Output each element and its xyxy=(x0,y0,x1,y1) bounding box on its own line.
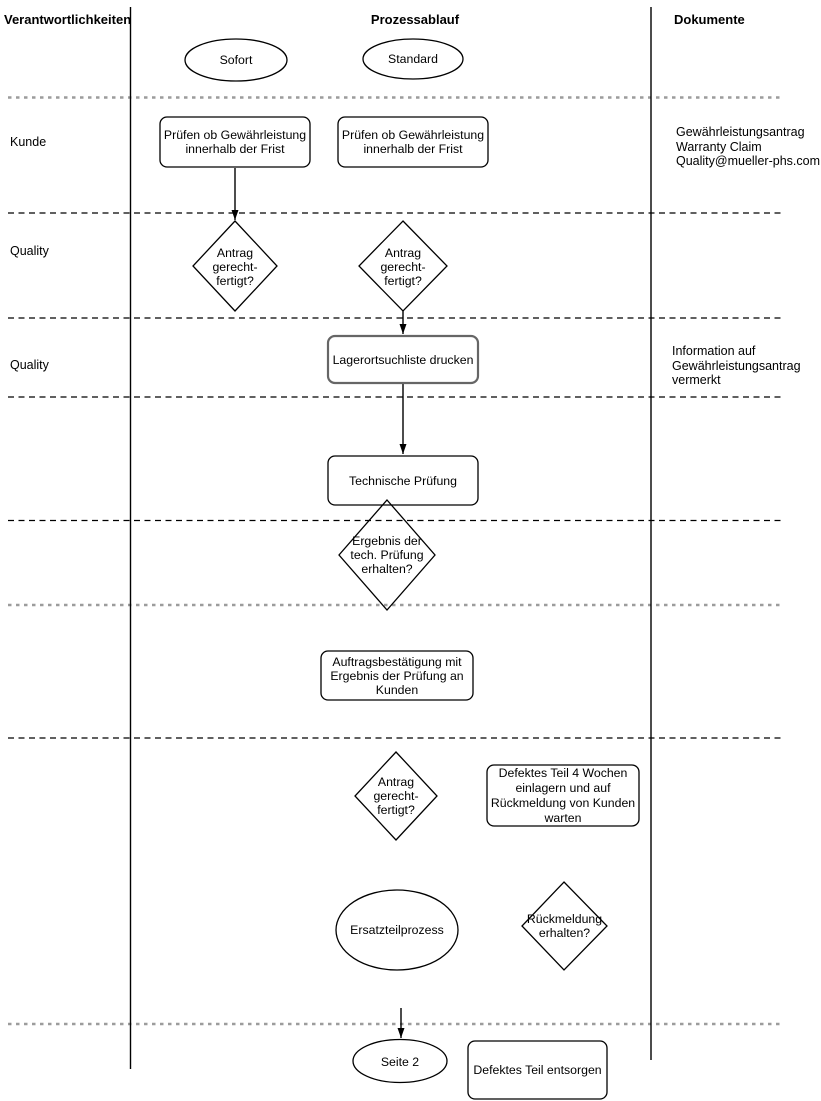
process-order-confirmation xyxy=(320,650,474,701)
process-dispose-defective-part-label: Defektes Teil entsorgen xyxy=(473,1063,602,1077)
decision-justified-sofort xyxy=(192,220,278,312)
decision-justified-sofort-label: Antrag gerecht- fertigt? xyxy=(212,246,258,288)
decision-justified-standard xyxy=(358,220,448,312)
process-print-storage-list xyxy=(326,334,480,385)
terminator-spare-part-process xyxy=(335,889,459,971)
terminator-spare-part-process-label: Ersatzteilprozess xyxy=(350,923,444,937)
lane-label-quality-2: Quality xyxy=(10,358,49,372)
decision-feedback-received xyxy=(521,881,608,971)
process-print-storage-list-label: Lagerortsuchliste drucken xyxy=(332,352,474,367)
lane-label-quality-1: Quality xyxy=(10,244,49,258)
terminator-sofort-label: Sofort xyxy=(219,53,253,67)
process-check-warranty-sofort-label: Prüfen ob Gewährleistung innerhalb der F… xyxy=(163,128,307,156)
decision-justified-2-label: Antrag gerecht- fertigt? xyxy=(373,775,419,817)
decision-result-received-label: Ergebnis der tech. Prüfung erhalten? xyxy=(350,534,424,576)
terminator-page-2-label: Seite 2 xyxy=(380,1054,420,1069)
document-note-information: Information auf Gewährleistungsantrag ve… xyxy=(672,344,801,387)
process-technical-check-label: Technische Prüfung xyxy=(348,473,457,488)
terminator-standard-label: Standard xyxy=(388,52,438,66)
process-order-confirmation-label: Auftragsbestätigung mit Ergebnis der Prü… xyxy=(330,654,464,697)
header-responsibilities: Verantwortlichkeiten xyxy=(4,12,132,27)
decision-result-received xyxy=(338,499,436,611)
process-technical-check xyxy=(327,455,479,506)
process-check-warranty-standard xyxy=(337,116,489,168)
decision-justified-2 xyxy=(354,751,438,841)
terminator-standard xyxy=(362,38,464,80)
process-dispose-defective-part xyxy=(467,1040,608,1100)
process-store-defective-part-label: Defektes Teil 4 Wochen einlagern und auf… xyxy=(490,765,636,825)
header-process: Prozessablauf xyxy=(370,12,460,27)
terminator-sofort xyxy=(184,38,288,82)
decision-justified-standard-label: Antrag gerecht- fertigt? xyxy=(380,246,426,288)
lane-label-kunde: Kunde xyxy=(10,135,47,149)
header-documents: Dokumente xyxy=(674,12,745,27)
document-note-warranty-claim: Gewährleistungsantrag Warranty Claim Qua… xyxy=(676,125,820,168)
terminator-page-2 xyxy=(352,1038,448,1084)
process-check-warranty-sofort xyxy=(159,116,311,168)
process-check-warranty-standard-label: Prüfen ob Gewährleistung innerhalb der F… xyxy=(341,128,485,156)
decision-feedback-received-label: Rückmeldung erhalten? xyxy=(526,912,603,940)
process-store-defective-part xyxy=(486,764,640,827)
